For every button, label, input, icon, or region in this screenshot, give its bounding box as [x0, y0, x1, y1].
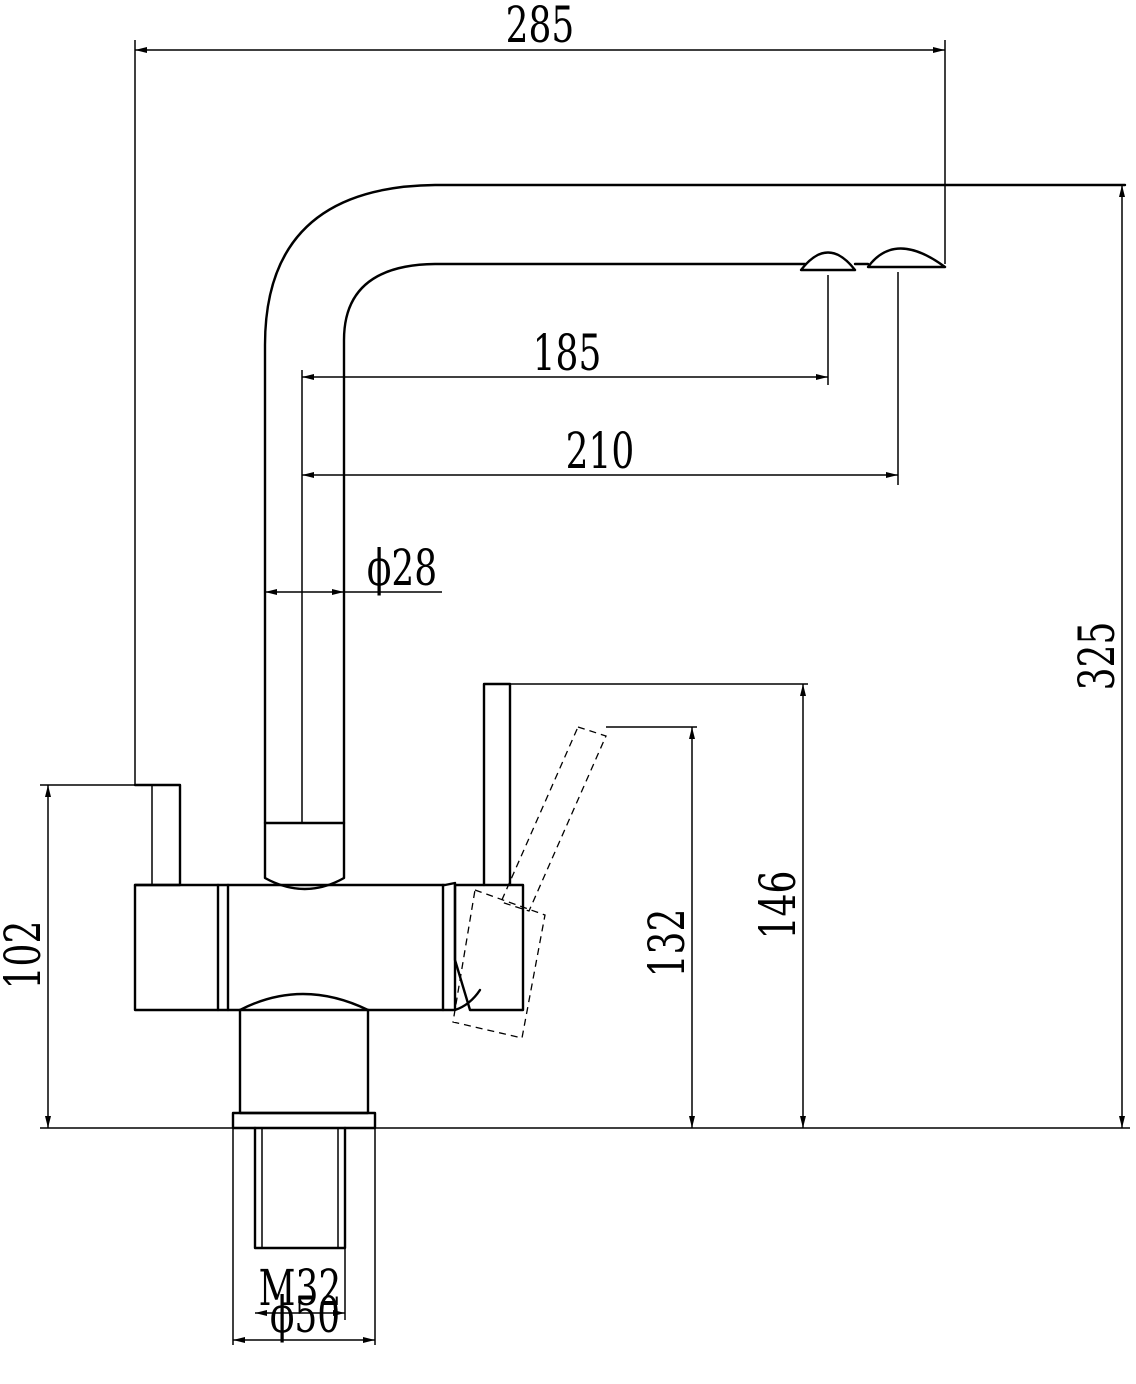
spout-inner-edge [342, 262, 807, 825]
outlet-210-label: 210 [566, 423, 635, 480]
spout-collar [263, 821, 346, 891]
lever-swing-ghost [500, 726, 607, 912]
mounting-nut [231, 1111, 377, 1130]
extension-lines [40, 40, 1130, 1345]
spout-diameter-label: ϕ28 [367, 540, 437, 597]
threaded-stud [253, 1126, 347, 1250]
base-diameter-label: ϕ50 [270, 1287, 340, 1344]
overall-height-label: 325 [1069, 622, 1126, 691]
thread-label: M32 [259, 1260, 342, 1317]
handle-hub-curve [453, 988, 482, 1012]
aerator-outlet-1 [799, 251, 857, 272]
mounting-shank [238, 1008, 370, 1115]
mixer-body [133, 881, 457, 1012]
body-height-label: 102 [0, 921, 53, 990]
aerator-outlet-2 [866, 247, 947, 269]
outlet-185-label: 185 [533, 325, 602, 382]
dimension-labels: 285 185 210 ϕ28 325 146 132 102 M32 ϕ50 [0, 0, 1127, 1345]
rear-filter-lever [133, 783, 182, 887]
body-base-curve [238, 992, 370, 1012]
faucet-outline [133, 183, 1127, 1250]
spout-outer-edge [263, 183, 1127, 825]
mixer-lever [482, 682, 512, 887]
hub-swing-ghost [452, 889, 546, 1039]
dimension-lines [45, 47, 1125, 1343]
overall-width-label: 285 [506, 0, 575, 55]
handle-146-label: 146 [750, 871, 807, 940]
handle-132-label: 132 [639, 909, 696, 978]
handle-hub [453, 883, 525, 1012]
